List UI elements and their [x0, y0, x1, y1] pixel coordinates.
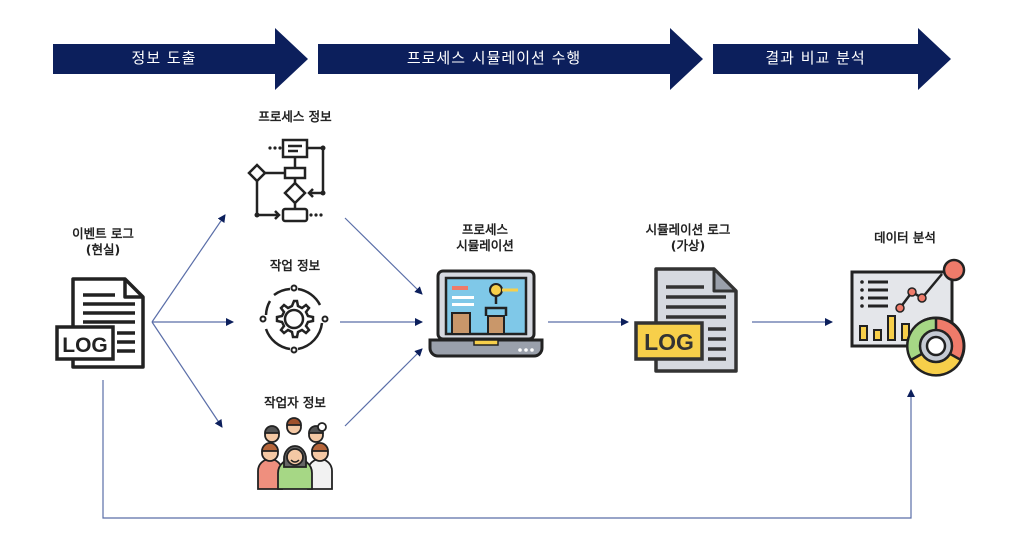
- edge-processinfo-simulation: [344, 217, 423, 295]
- stage-arrow-shape: [318, 28, 703, 90]
- simulation-label: 프로세스 시뮬레이션: [425, 222, 545, 254]
- label-line: 작업 정보: [269, 258, 321, 273]
- edge-feedback-eventlog-analysis: [102, 380, 915, 519]
- edge-eventlog-processinfo: [151, 214, 226, 323]
- data-analysis-dashboard-icon: [850, 258, 966, 377]
- log-badge-text: LOG: [644, 329, 694, 355]
- label-line: 이벤트 로그: [72, 226, 134, 241]
- label-line: 프로세스 정보: [258, 109, 332, 124]
- stage-arrow-shape: [713, 28, 951, 90]
- stage-arrow-3: 결과 비교 분석: [713, 28, 951, 90]
- stage-arrow-1: 정보 도출: [53, 28, 308, 90]
- log-document-color-icon: LOG: [634, 267, 738, 373]
- log-document-icon: LOG: [55, 277, 145, 369]
- flowchart-icon: [247, 138, 326, 223]
- event-log-label: 이벤트 로그 (현실): [45, 226, 161, 258]
- people-group-icon: [257, 417, 333, 490]
- worker-info-label: 작업자 정보: [240, 395, 350, 411]
- label-line: 데이터 분석: [874, 230, 936, 245]
- stage-label: 정보 도출: [131, 49, 197, 67]
- laptop-simulation-icon: [428, 269, 544, 358]
- stage-label: 프로세스 시뮬레이션 수행: [406, 49, 582, 67]
- gear-cycle-icon: [259, 284, 329, 354]
- label-line: 작업자 정보: [264, 395, 326, 410]
- label-line: 시뮬레이션: [456, 238, 514, 253]
- task-info-label: 작업 정보: [240, 258, 350, 274]
- edge-eventlog-workerinfo: [151, 321, 223, 428]
- label-line: 프로세스: [461, 222, 508, 237]
- stage-label: 결과 비교 분석: [765, 49, 866, 67]
- sim-log-label: 시뮬레이션 로그 (가상): [628, 222, 748, 254]
- stage-arrow-2: 프로세스 시뮬레이션 수행: [318, 28, 703, 90]
- log-badge-text: LOG: [62, 334, 108, 357]
- process-info-label: 프로세스 정보: [240, 109, 350, 125]
- label-line: (현실): [85, 242, 121, 257]
- edge-workerinfo-simulation: [344, 348, 423, 427]
- analysis-label: 데이터 분석: [850, 230, 960, 246]
- label-line: (가상): [670, 238, 706, 253]
- stage-arrow-shape: [53, 28, 308, 90]
- label-line: 시뮬레이션 로그: [645, 222, 731, 237]
